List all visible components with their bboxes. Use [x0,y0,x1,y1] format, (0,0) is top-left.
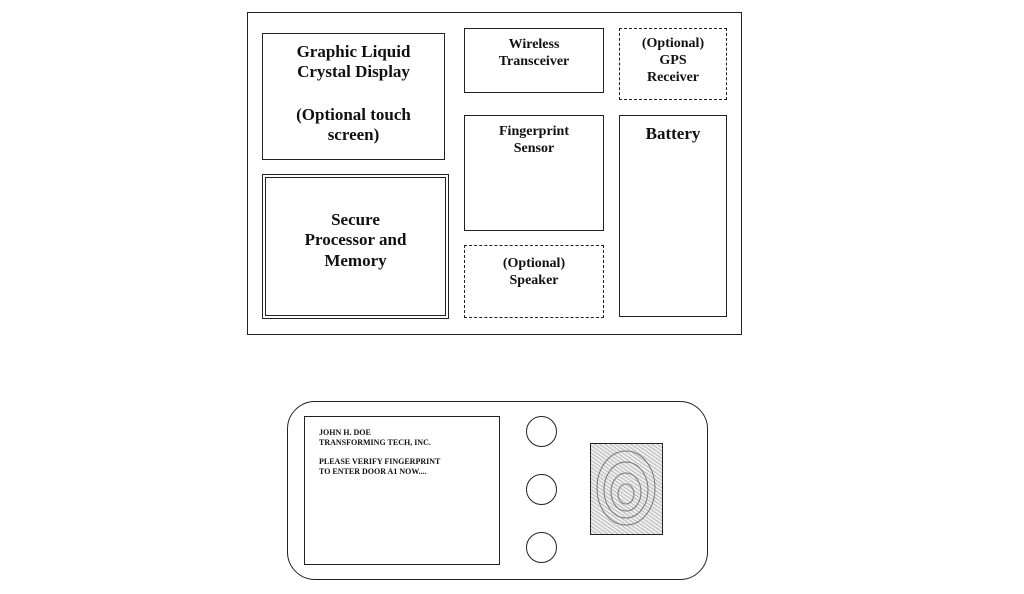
gps-label-2: GPS [659,52,687,68]
device-screen: JOHN H. DOE TRANSFORMING TECH, INC. PLEA… [304,416,500,565]
speaker-label-2: Speaker [509,272,559,288]
speaker-label-1: (Optional) [502,256,566,271]
screen-name: JOHN H. DOE [319,428,371,437]
fingerprint-label-1: Fingerprint [499,124,569,139]
speaker-block: (Optional) Speaker [464,245,604,318]
battery-block: Battery [619,115,727,317]
processor-label-2: Processor and [304,230,407,250]
wireless-label-1: Wireless [508,37,560,52]
battery-label: Battery [645,124,701,143]
processor-block: Secure Processor and Memory [262,174,449,319]
screen-company: TRANSFORMING TECH, INC. [319,437,431,447]
block-diagram [247,12,742,335]
fingerprint-label-2: Sensor [513,140,555,156]
lcd-label-1: Graphic Liquid [296,42,411,61]
screen-message-2: TO ENTER DOOR A1 NOW.... [319,466,427,476]
lcd-block: Graphic Liquid Crystal Display (Optional… [262,33,445,160]
gps-label-3: Receiver [646,69,700,85]
wireless-label-2: Transceiver [498,53,570,69]
fingerprint-sensor-block: Fingerprint Sensor [464,115,604,231]
device-button-3[interactable] [526,532,557,563]
lcd-label-3: (Optional touch [296,104,411,124]
lcd-label-2: Crystal Display [297,62,410,82]
gps-label-1: (Optional) [641,36,705,51]
lcd-label-4: screen) [327,125,380,145]
gps-block: (Optional) GPS Receiver [619,28,727,100]
wireless-block: Wireless Transceiver [464,28,604,93]
screen-message-1: PLEASE VERIFY FINGERPRINT [319,457,441,467]
fingerprint-icon [596,450,656,526]
device-button-1[interactable] [526,416,557,447]
processor-label-1: Secure [331,210,380,229]
device-button-2[interactable] [526,474,557,505]
fingerprint-image [590,443,663,535]
processor-label-3: Memory [324,250,387,270]
device-body [287,401,708,580]
